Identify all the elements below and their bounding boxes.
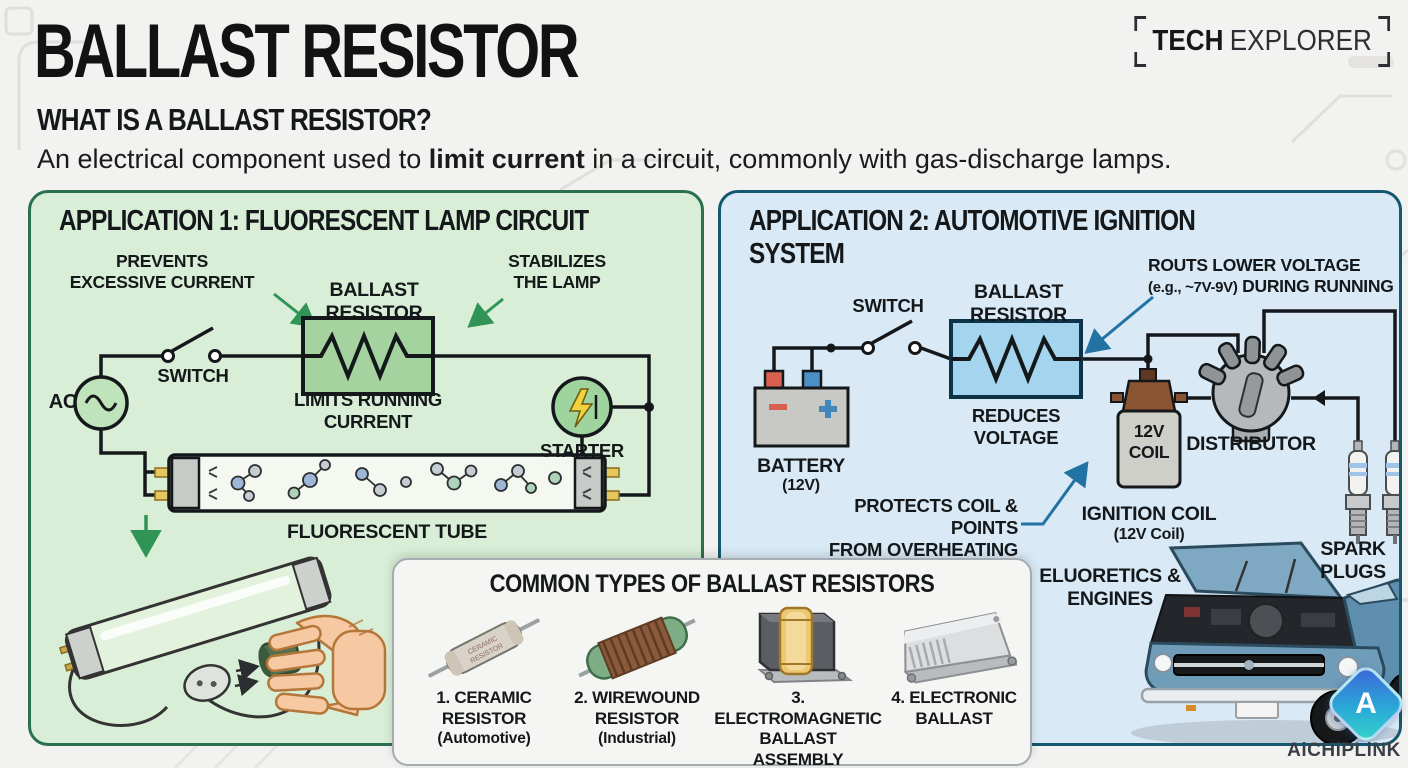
routs-line2-bold: DURING RUNNING [1237, 275, 1394, 296]
junction-dot [826, 343, 836, 353]
bracket-corner-icon [1134, 16, 1147, 31]
bracket-corner-icon [1378, 52, 1390, 67]
protects-arrow-icon [1021, 461, 1089, 526]
routs-voltage-label: ROUTS LOWER VOLTAGE (e.g., ~7V-9V) DURIN… [1148, 255, 1398, 296]
fluorescent-tube-icon [154, 453, 620, 513]
type-item-electronic: 4. ELECTRONIC BALLAST [888, 602, 1020, 729]
type-label: 2. WIREWOUND RESISTOR [574, 688, 700, 728]
spark-plugs-label: SPARK PLUGS [1320, 538, 1386, 583]
battery-icon [753, 369, 850, 448]
eluoretics-label: ELUORETICS & ENGINES [1039, 565, 1181, 610]
switch-label: SWITCH [852, 295, 924, 316]
fluorescent-circuit-diagram [58, 292, 654, 727]
prevents-label: PREVENTS EXCESSIVE CURRENT [69, 251, 255, 292]
application1-heading: APPLICATION 1: FLUORESCENT LAMP CIRCUIT [59, 205, 589, 237]
page-title: BALLAST RESISTOR [34, 9, 580, 94]
spark-plug-icon [1345, 440, 1399, 544]
type-item-ceramic: CERAMIC RESISTOR 1. CERAMIC RESISTOR (Au… [408, 602, 560, 749]
application2-heading: APPLICATION 2: AUTOMOTIVE IGNITION SYSTE… [749, 205, 1196, 270]
application1-panel: APPLICATION 1: FLUORESCENT LAMP CIRCUIT [28, 190, 704, 746]
resistor-icon [301, 316, 435, 396]
routs-arrow-icon [1084, 295, 1154, 354]
aichiplink-logo-letter: A [1355, 687, 1377, 720]
type-label: 3. ELECTROMAGNETIC BALLAST ASSEMBLY [714, 688, 882, 768]
limits-current-label: LIMITS RUNNING CURRENT [294, 389, 442, 432]
type-item-electromagnetic: 3. ELECTROMAGNETIC BALLAST ASSEMBLY (wit… [714, 602, 882, 768]
distributor-label: DISTRIBUTOR [1186, 433, 1316, 455]
description-post: in a circuit, commonly with gas-discharg… [584, 144, 1172, 174]
brand-name-light: EXPLORER [1229, 25, 1372, 57]
battery-label: BATTERY [757, 455, 845, 477]
spark-gap-arrow-icon [1313, 390, 1325, 406]
junction-dot [1143, 354, 1153, 364]
battery-voltage-label: (12V) [782, 477, 820, 494]
ceramic-resistor-icon: CERAMIC RESISTOR [408, 602, 560, 688]
ac-label: AC [48, 391, 78, 413]
brand-name-bold: TECH [1152, 25, 1224, 57]
bracket-corner-icon [1378, 16, 1390, 31]
protects-label: PROTECTS COIL & POINTS FROM OVERHEATING [828, 495, 1018, 560]
type-sub-label: (Automotive) [437, 730, 531, 748]
ac-source-icon [73, 375, 129, 431]
ignition-coil-label: IGNITION COIL [1081, 503, 1217, 525]
coil-body-label: 12V COIL [1128, 421, 1170, 462]
car-icon [1131, 541, 1399, 743]
type-sub-label: (Industrial) [598, 730, 676, 748]
hand-starter-illustration [58, 556, 387, 727]
ballast-resistor-label: BALLAST RESISTOR [325, 279, 423, 324]
routs-line1: ROUTS LOWER VOLTAGE [1148, 255, 1361, 275]
description-pre: An electrical component used to [37, 144, 429, 174]
starter-label: STARTER [540, 440, 624, 461]
starter-icon [551, 376, 613, 438]
switch-icon [161, 326, 222, 363]
stabilizes-label: STABILIZES THE LAMP [508, 251, 606, 292]
reduces-voltage-label: REDUCES VOLTAGE [971, 405, 1061, 448]
resistor-icon [949, 319, 1083, 399]
ballast-resistor-label: BALLAST RESISTOR [970, 281, 1067, 326]
fluorescent-tube-label: FLUORESCENT TUBE [287, 521, 487, 543]
page-description: An electrical component used to limit cu… [37, 144, 1171, 175]
distributor-icon [1198, 335, 1305, 443]
type-label: 4. ELECTRONIC BALLAST [891, 688, 1017, 728]
bracket-corner-icon [1134, 52, 1147, 67]
type-label: 1. CERAMIC RESISTOR [436, 688, 532, 728]
ignition-coil-sub-label: (12V Coil) [1113, 526, 1185, 543]
ignition-coil-icon [1110, 368, 1188, 489]
stabilizes-arrow-icon [467, 297, 504, 328]
type-item-wirewound: 2. WIREWOUND RESISTOR (Industrial) [566, 602, 708, 749]
description-bold: limit current [428, 144, 585, 174]
common-types-heading: COMMON TYPES OF BALLAST RESISTORS [489, 570, 935, 598]
wirewound-resistor-icon [566, 602, 708, 688]
electromagnetic-ballast-icon [714, 602, 882, 688]
routs-line2-light: (e.g., ~7V-9V) [1148, 278, 1238, 296]
electronic-ballast-icon [888, 602, 1020, 688]
page-subtitle: WHAT IS A BALLAST RESISTOR? [37, 102, 432, 137]
aichiplink-logo-text: AiCHiPLiNK [1287, 740, 1401, 761]
junction-dot [644, 402, 654, 412]
ignition-circuit-diagram [753, 295, 1399, 743]
switch-icon [861, 319, 922, 355]
switch-label: SWITCH [157, 365, 229, 386]
common-types-panel: COMMON TYPES OF BALLAST RESISTORS CERAMI… [392, 558, 1032, 768]
